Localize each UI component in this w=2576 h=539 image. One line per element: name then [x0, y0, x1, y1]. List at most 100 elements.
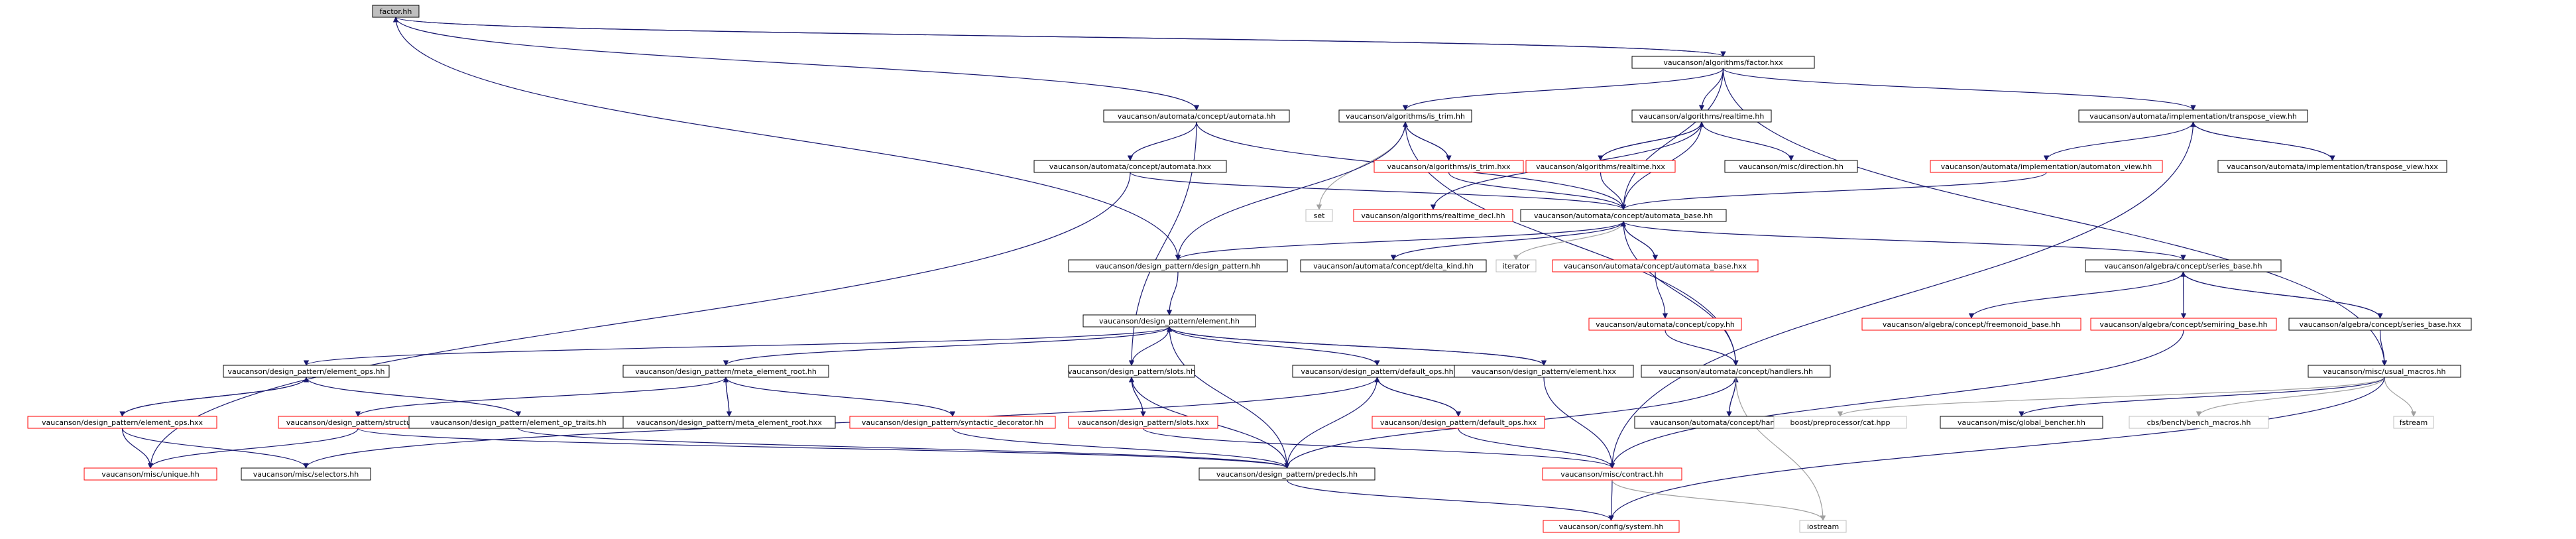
- node-label: vaucanson/algebra/concept/series_base.hx…: [2300, 320, 2461, 329]
- node-vaucanson-automata-implementation-transpose-view-hxx[interactable]: vaucanson/automata/implementation/transp…: [2217, 160, 2447, 173]
- node-vaucanson-design-pattern-meta-element-root-hh[interactable]: vaucanson/design_pattern/meta_element_ro…: [622, 365, 829, 378]
- node-label: factor.hh: [380, 7, 412, 16]
- node-box: [2090, 318, 2277, 331]
- node-vaucanson-design-pattern-default-ops-hh[interactable]: vaucanson/design_pattern/default_ops.hh: [1292, 365, 1462, 378]
- node-vaucanson-design-pattern-element-ops-hxx[interactable]: vaucanson/design_pattern/element_ops.hxx: [27, 416, 217, 429]
- node-iterator: iterator: [1495, 259, 1537, 272]
- node-vaucanson-automata-concept-automata-base-hxx[interactable]: vaucanson/automata/concept/automata_base…: [1552, 259, 1759, 272]
- node-vaucanson-automata-implementation-transpose-view-hh[interactable]: vaucanson/automata/implementation/transp…: [2078, 109, 2308, 123]
- node-label: vaucanson/design_pattern/predecls.hh: [1216, 470, 1358, 479]
- node-vaucanson-design-pattern-slots-hxx[interactable]: vaucanson/design_pattern/slots.hxx: [1068, 416, 1218, 429]
- edge-n22-n47: [1609, 329, 2184, 469]
- node-vaucanson-misc-selectors-hh[interactable]: vaucanson/misc/selectors.hh: [241, 467, 371, 481]
- node-label: vaucanson/algebra/concept/freemonoid_bas…: [1883, 320, 2060, 329]
- node-label: vaucanson/misc/contract.hh: [1560, 470, 1664, 479]
- node-box: [2129, 416, 2269, 429]
- node-vaucanson-design-pattern-element-hh[interactable]: vaucanson/design_pattern/element.hh: [1083, 314, 1256, 328]
- node-vaucanson-design-pattern-element-hxx[interactable]: vaucanson/design_pattern/element.hxx: [1454, 365, 1634, 378]
- edge-n2-n27: [1128, 121, 1197, 366]
- node-box: [1724, 160, 1858, 173]
- edge-n32-n45: [121, 428, 309, 469]
- node-box: [1068, 416, 1218, 429]
- edge-n29-n47: [1543, 377, 1615, 469]
- node-box: [2217, 160, 2447, 173]
- node-label: boost/preprocessor/cat.hpp: [1790, 418, 1891, 427]
- node-label: cbs/bench/bench_macros.hh: [2147, 418, 2251, 427]
- node-box: [2393, 416, 2434, 429]
- edge-n5-n47: [1609, 121, 2194, 469]
- node-vaucanson-automata-concept-automata-base-hh[interactable]: vaucanson/automata/concept/automata_base…: [1520, 209, 1727, 222]
- edge-n1-n3: [1402, 68, 1724, 111]
- edge-n28-n46: [1284, 377, 1378, 469]
- node-vaucanson-design-pattern-element-ops-hh[interactable]: vaucanson/design_pattern/element_ops.hh: [223, 365, 390, 378]
- node-vaucanson-algorithms-realtime-hh[interactable]: vaucanson/algorithms/realtime.hh: [1631, 109, 1772, 123]
- node-vaucanson-algorithms-is-trim-hh[interactable]: vaucanson/algorithms/is_trim.hh: [1338, 109, 1472, 123]
- node-vaucanson-automata-concept-copy-hh[interactable]: vaucanson/automata/concept/copy.hh: [1588, 318, 1742, 331]
- node-vaucanson-algebra-concept-semiring-base-hh[interactable]: vaucanson/algebra/concept/semiring_base.…: [2090, 318, 2277, 331]
- node-box: [1543, 520, 1680, 533]
- edge-n37-n47: [1142, 428, 1615, 469]
- node-vaucanson-algorithms-is-trim-hxx[interactable]: vaucanson/algorithms/is_trim.hxx: [1374, 160, 1524, 173]
- node-label: vaucanson/design_pattern/structure.hh: [286, 418, 430, 427]
- edge-n6-n14: [1130, 172, 1626, 210]
- node-vaucanson-config-system-hh[interactable]: vaucanson/config/system.hh: [1543, 520, 1680, 533]
- node-vaucanson-automata-implementation-automaton-view-hh[interactable]: vaucanson/automata/implementation/automa…: [1930, 160, 2163, 173]
- node-label: vaucanson/algorithms/realtime.hxx: [1536, 162, 1665, 171]
- node-vaucanson-misc-direction-hh[interactable]: vaucanson/misc/direction.hh: [1724, 160, 1858, 173]
- node-vaucanson-misc-global-bencher-hh[interactable]: vaucanson/misc/global_bencher.hh: [1940, 416, 2103, 429]
- node-box: [223, 365, 390, 378]
- node-box: [622, 365, 829, 378]
- node-box: [1588, 318, 1742, 331]
- node-box: [1542, 467, 1682, 481]
- node-label: vaucanson/misc/selectors.hh: [253, 470, 359, 479]
- node-fstream: fstream: [2393, 416, 2434, 429]
- edge-n31-n40: [1838, 377, 2385, 417]
- node-vaucanson-automata-concept-handlers-hh[interactable]: vaucanson/automata/concept/handlers.hh: [1641, 365, 1831, 378]
- node-vaucanson-algorithms-realtime-hxx[interactable]: vaucanson/algorithms/realtime.hxx: [1525, 160, 1676, 173]
- edge-n14-n19: [1623, 221, 2186, 261]
- node-label: vaucanson/automata/implementation/transp…: [2089, 112, 2297, 121]
- node-box: [2085, 259, 2282, 272]
- node-label: vaucanson/algorithms/realtime_decl.hh: [1361, 211, 1505, 220]
- node-vaucanson-algebra-concept-series-base-hh[interactable]: vaucanson/algebra/concept/series_base.hh: [2085, 259, 2282, 272]
- edge-n24-n25: [304, 326, 1170, 366]
- node-box: [2288, 318, 2472, 331]
- edge-n29-n24: [1166, 326, 1545, 366]
- node-label: iostream: [1807, 522, 1839, 531]
- edge-n23-n19: [2180, 271, 2381, 319]
- node-vaucanson-automata-concept-delta-kind-hh[interactable]: vaucanson/automata/concept/delta_kind.hh: [1300, 259, 1487, 272]
- node-vaucanson-design-pattern-design-pattern-hh[interactable]: vaucanson/design_pattern/design_pattern.…: [1068, 259, 1288, 272]
- node-vaucanson-automata-concept-automata-hh[interactable]: vaucanson/automata/concept/automata.hh: [1103, 109, 1290, 123]
- node-vaucanson-misc-unique-hh[interactable]: vaucanson/misc/unique.hh: [84, 467, 217, 481]
- node-vaucanson-algebra-concept-series-base-hxx[interactable]: vaucanson/algebra/concept/series_base.hx…: [2288, 318, 2472, 331]
- node-vaucanson-algebra-concept-freemonoid-base-hh[interactable]: vaucanson/algebra/concept/freemonoid_bas…: [1861, 318, 2081, 331]
- node-vaucanson-design-pattern-slots-hh[interactable]: vaucanson/design_pattern/slots.hh: [1068, 365, 1195, 378]
- node-box: [849, 416, 1056, 429]
- node-vaucanson-design-pattern-element-op-traits-hh[interactable]: vaucanson/design_pattern/element_op_trai…: [408, 416, 628, 429]
- node-vaucanson-algorithms-factor-hxx[interactable]: vaucanson/algorithms/factor.hxx: [1631, 56, 1815, 69]
- node-vaucanson-design-pattern-default-ops-hxx[interactable]: vaucanson/design_pattern/default_ops.hxx: [1372, 416, 1545, 429]
- edge-n32-n44: [121, 428, 154, 469]
- edge-n24-n46: [1169, 326, 1290, 469]
- edge-n46-n48: [1286, 479, 1614, 521]
- node-vaucanson-design-pattern-structure-hh[interactable]: vaucanson/design_pattern/structure.hh: [278, 416, 438, 429]
- node-vaucanson-misc-contract-hh[interactable]: vaucanson/misc/contract.hh: [1542, 467, 1682, 481]
- edge-n20-n30: [1665, 329, 1739, 366]
- node-vaucanson-algorithms-realtime-decl-hh[interactable]: vaucanson/algorithms/realtime_decl.hh: [1353, 209, 1513, 222]
- node-box: [1103, 109, 1290, 123]
- node-label: vaucanson/design_pattern/design_pattern.…: [1095, 262, 1260, 270]
- node-box: [1300, 259, 1487, 272]
- edge-n47-n49: [1611, 479, 1826, 521]
- node-label: vaucanson/config/system.hh: [1559, 522, 1664, 531]
- edge-n37-n27: [1128, 377, 1144, 417]
- node-vaucanson-design-pattern-predecls-hh[interactable]: vaucanson/design_pattern/predecls.hh: [1199, 467, 1376, 481]
- node-vaucanson-design-pattern-meta-element-root-hxx[interactable]: vaucanson/design_pattern/meta_element_ro…: [622, 416, 836, 429]
- edge-n1-n14: [1620, 68, 1724, 210]
- edge-n34-n46: [518, 428, 1290, 469]
- edge-n39-n30: [1728, 377, 1739, 417]
- node-vaucanson-automata-concept-automata-hxx[interactable]: vaucanson/automata/concept/automata.hxx: [1033, 160, 1227, 173]
- node-vaucanson-misc-usual-macros-hh[interactable]: vaucanson/misc/usual_macros.hh: [2308, 365, 2461, 378]
- node-vaucanson-design-pattern-syntactic-decorator-hh[interactable]: vaucanson/design_pattern/syntactic_decor…: [849, 416, 1056, 429]
- node-label: vaucanson/design_pattern/element.hxx: [1472, 367, 1617, 376]
